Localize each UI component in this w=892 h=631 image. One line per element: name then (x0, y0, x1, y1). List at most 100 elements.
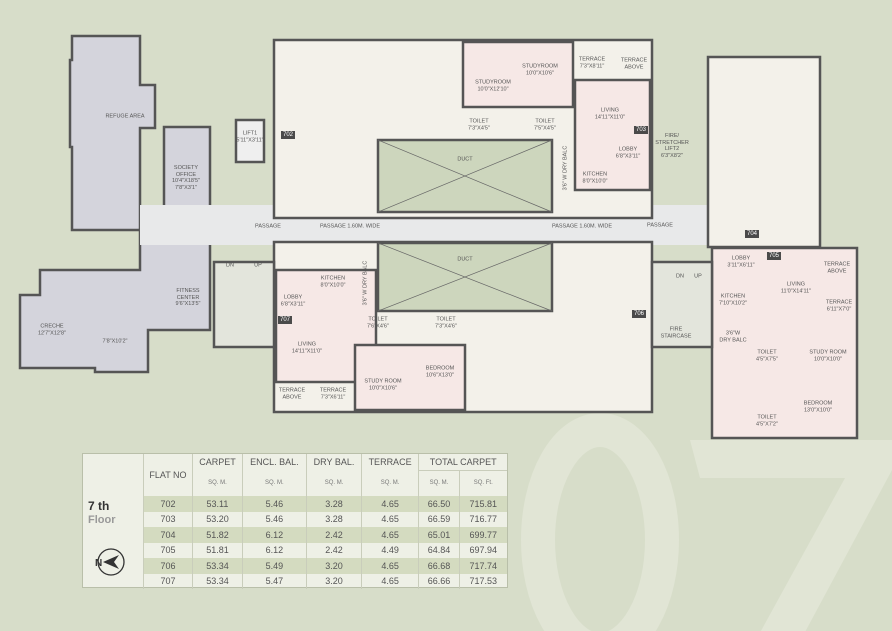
cell: 704 (142, 527, 193, 543)
unit-carpet: SQ. M. (192, 470, 242, 496)
cell: 66.59 (418, 511, 460, 527)
label-passage-3: Passage 1.60M. Wide (551, 223, 613, 230)
cell: 53.11 (192, 496, 242, 512)
label-studyroom-703: Studyroom10'0"X10'6" (522, 63, 558, 76)
label-passage-1: Passage (255, 223, 281, 230)
cell: 5.46 (241, 496, 307, 512)
unit-terrace: SQ. M. (360, 470, 419, 496)
cell: 66.66 (418, 573, 460, 589)
label-living-707: Living14'11"X11'0" (291, 341, 323, 354)
label-lobby-703: Lobby6'8"X3'11" (615, 146, 641, 159)
label-study-room-705: Study Room10'0"X10'0" (809, 349, 847, 362)
label-lobby-707: Lobby6'8"X3'11" (280, 294, 306, 307)
north-compass-icon: N (95, 548, 125, 576)
label-passage-2: Passage 1.60M. Wide (319, 223, 381, 230)
cell: 697.94 (458, 542, 507, 558)
cell: 4.65 (360, 573, 419, 589)
cell: 6.12 (241, 542, 307, 558)
cell: 6.12 (241, 527, 307, 543)
cell: 707 (142, 573, 193, 589)
flat-badge-702: 702 (280, 131, 296, 139)
cell: 5.49 (241, 558, 307, 574)
label-stair-up-west: UP (254, 262, 262, 269)
unit-encl-bal: SQ. M. (241, 470, 307, 496)
floor-number: 7 th (88, 499, 110, 513)
label-stair-down-east: DN (676, 273, 684, 280)
lift1 (234, 118, 266, 164)
header-encl-bal: ENCL. BAL. (241, 454, 307, 470)
header-dry-bal: DRY BAL. (306, 454, 362, 470)
cell: 64.84 (418, 542, 460, 558)
label-toilet-705a: Toilet4'5"X7'5" (756, 349, 778, 362)
label-fire-stretcher-lift2: Fire/StretcherLift26'3"X8'2" (655, 132, 689, 159)
label-living-703: Living14'11"X11'0" (594, 107, 626, 120)
room-living-703 (573, 78, 652, 192)
label-fitness-center: FitnessCenter9'6"X13'5" (175, 288, 201, 308)
cell: 53.20 (192, 511, 242, 527)
label-toilet-707a: Toilet7'6"X4'6" (367, 316, 389, 329)
cell: 2.42 (306, 527, 362, 543)
cell: 4.65 (360, 496, 419, 512)
label-lift1: Lift15'11"X3'11" (236, 130, 264, 143)
label-terrace-above-2: TerraceAbove (278, 387, 306, 400)
label-duct-south: Duct (457, 256, 473, 263)
label-dry-balcony-707: 3'6" W Dry Balc (362, 260, 369, 306)
flat-badge-703: 703 (633, 126, 649, 134)
header-flat-no: FLAT NO (142, 454, 193, 496)
label-kitchen-707: Kitchen8'0"X10'0" (320, 275, 346, 288)
label-terrace-above-1: TerraceAbove (620, 57, 648, 70)
header-carpet: CARPET (192, 454, 242, 470)
header-terrace: TERRACE (360, 454, 419, 470)
flat-705-block (710, 246, 859, 440)
cell: 5.46 (241, 511, 307, 527)
cell: 5.47 (241, 573, 307, 589)
cell: 53.34 (192, 573, 242, 589)
stair-west (212, 260, 276, 349)
unit-total-sqm: SQ. M. (418, 469, 460, 496)
cell: 702 (142, 496, 193, 512)
label-duct-north: Duct (457, 156, 473, 163)
cell: 4.65 (360, 527, 419, 543)
flat-704-block (706, 55, 822, 249)
cell: 4.65 (360, 511, 419, 527)
cell: 51.82 (192, 527, 242, 543)
cell: 66.50 (418, 496, 460, 512)
label-bedroom-705: Bedroom13'0"X10'0" (803, 400, 833, 413)
stair-east (650, 260, 714, 349)
label-creche: Creche12'7"X12'8" (37, 323, 67, 336)
refuge-area (68, 34, 157, 232)
label-study-room-707: Study Room10'0"X10'6" (364, 378, 402, 391)
amenity-block (18, 228, 212, 374)
label-terrace-703: Terrace7'3"X8'11" (578, 56, 606, 69)
flat-badge-706: 706 (631, 310, 647, 318)
cell: 715.81 (458, 496, 507, 512)
label-passage-4: Passage (647, 222, 673, 229)
cell: 66.68 (418, 558, 460, 574)
cell: 705 (142, 542, 193, 558)
label-lobby-705: Lobby3'11"X6'11" (727, 255, 755, 268)
label-toilet-702: Toilet7'3"X4'5" (468, 118, 490, 131)
cell: 716.77 (458, 511, 507, 527)
cell: 717.74 (458, 558, 507, 574)
label-terrace-above-3: TerraceAbove (823, 261, 851, 274)
label-room-7-8: 7'8"X10'2" (102, 338, 128, 345)
label-living-705: Living11'0"X14'11" (780, 281, 812, 294)
header-total-carpet: TOTAL CARPET (418, 454, 507, 470)
cell: 703 (142, 511, 193, 527)
watermark-digit-seven (690, 440, 892, 631)
watermark-digit-zero (521, 413, 679, 631)
cell: 53.34 (192, 558, 242, 574)
room-bedroom-707 (353, 343, 467, 412)
flat-badge-707: 707 (277, 316, 293, 324)
cell: 51.81 (192, 542, 242, 558)
cell: 3.20 (306, 573, 362, 589)
label-kitchen-705: Kitchen7'10"X10'2" (718, 293, 748, 306)
cell: 4.65 (360, 558, 419, 574)
label-dry-balcony-705: 3'6"WDry Balc (719, 330, 747, 343)
